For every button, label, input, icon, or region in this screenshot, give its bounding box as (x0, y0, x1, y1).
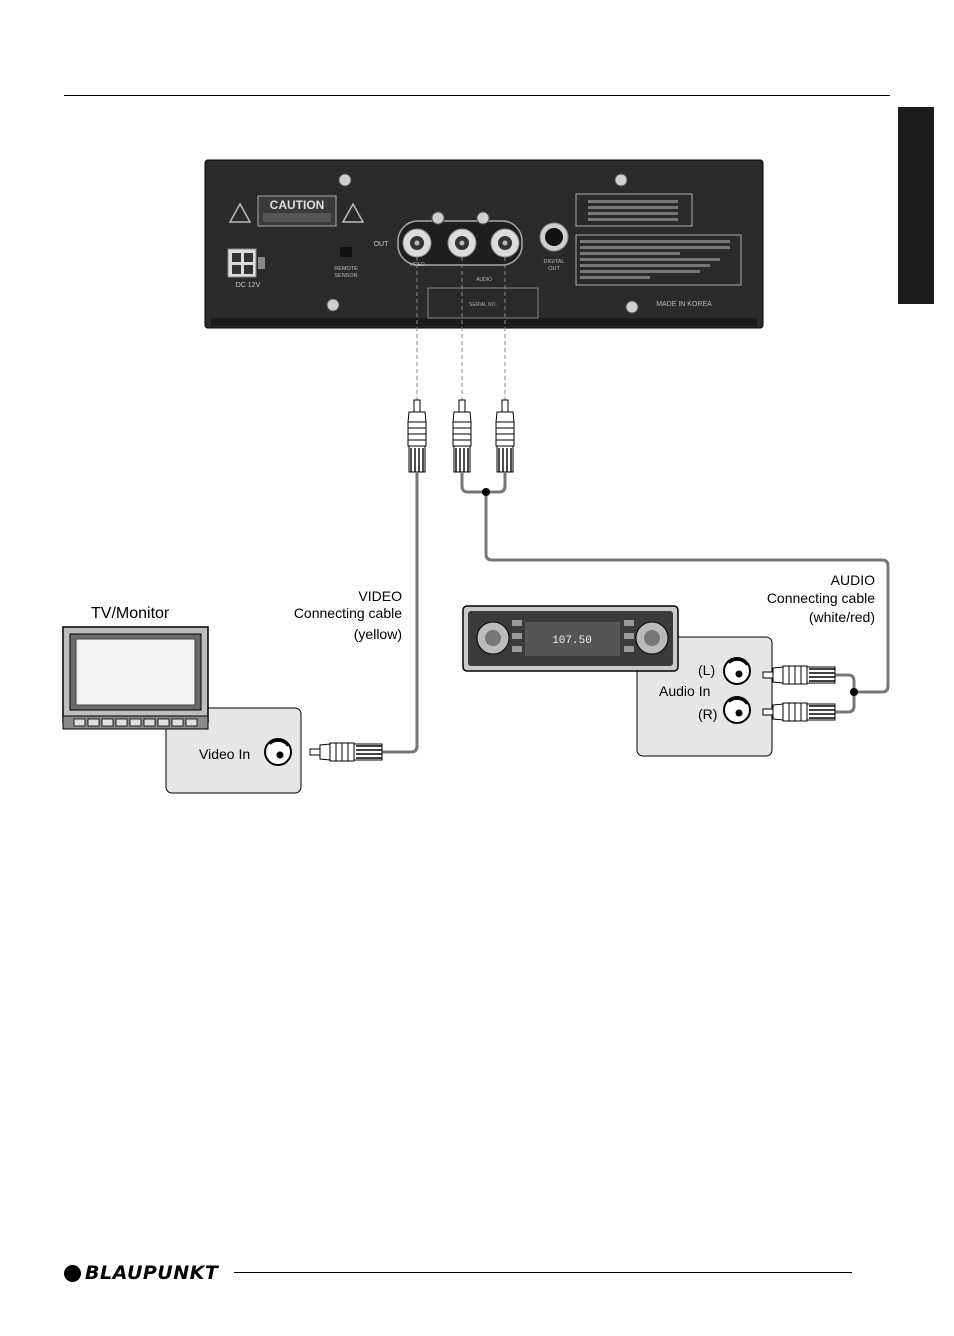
remote-label-2: SENSOR (334, 273, 357, 279)
rca-plug-audio-right (496, 400, 514, 472)
rca-plug-audio-right-radio (763, 703, 835, 721)
rca-jack-audio-right (491, 229, 519, 257)
rca-jack-video (403, 229, 431, 257)
digital-label-2: OUT (548, 266, 560, 272)
rca-plug-video-tv (310, 743, 382, 761)
rca-plug-audio-left-radio (763, 666, 835, 684)
audio-label: AUDIO (476, 277, 492, 283)
video-cable-label-3: (yellow) (262, 624, 402, 644)
rca-jack-audio-left (448, 229, 476, 257)
brand-name: BLAUPUNKT (85, 1262, 218, 1284)
device-rear-panel: CAUTION DC 12V REMOTE SENSOR OUT (205, 160, 763, 328)
radio-display: 107.50 (552, 635, 592, 647)
out-label: OUT (374, 241, 390, 248)
made-in-label: MADE IN KOREA (656, 301, 712, 308)
serial-label: SERIAL NO. (469, 302, 497, 308)
remote-label-1: REMOTE (334, 266, 358, 272)
car-radio: 107.50 (463, 606, 772, 756)
footer-rule (234, 1272, 852, 1273)
audio-in-left-jack (724, 658, 750, 684)
rca-plug-video (408, 400, 426, 472)
tv-monitor-label: TV/Monitor (91, 604, 169, 624)
left-channel-label: (L) (698, 660, 715, 680)
caution-text: CAUTION (270, 198, 325, 212)
audio-cable-label-3: (white/red) (705, 607, 875, 627)
digital-label-1: DIGITAL (544, 259, 565, 265)
audio-in-label: Audio In (659, 681, 710, 701)
right-channel-label: (R) (698, 704, 717, 724)
rca-plug-audio-left (453, 400, 471, 472)
audio-in-right-jack (724, 697, 750, 723)
cable-junction (850, 688, 858, 696)
dc-label: DC 12V (236, 282, 261, 289)
video-in-jack (265, 739, 291, 765)
audio-cable-label-2: Connecting cable (705, 588, 875, 608)
video-cable-label-2: Connecting cable (262, 603, 402, 623)
logo-dot-icon (64, 1265, 81, 1282)
audio-cable-label-1: AUDIO (705, 570, 875, 590)
digital-out-jack: DIGITAL OUT (540, 223, 568, 272)
video-in-label: Video In (199, 744, 250, 764)
blaupunkt-logo: BLAUPUNKT (64, 1261, 218, 1285)
tv-monitor (63, 627, 301, 793)
cable-junction (482, 488, 490, 496)
